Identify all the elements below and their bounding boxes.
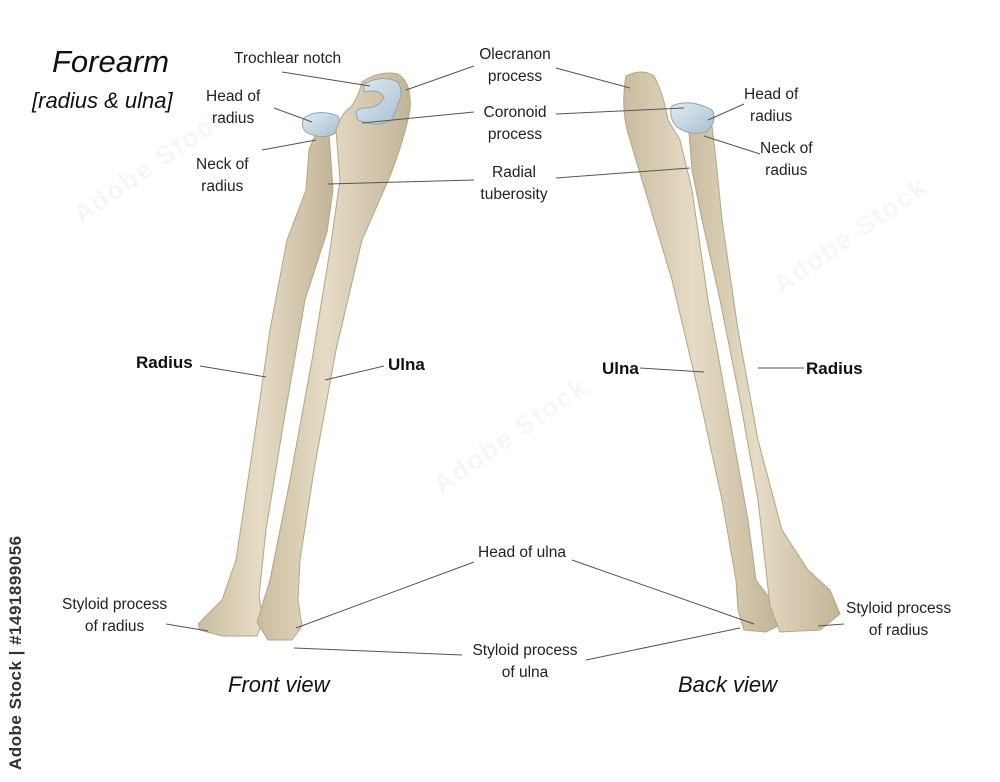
trochlear-notch-front (355, 78, 402, 125)
label-head-of-ulna: Head of ulna (478, 544, 566, 561)
leader-lines (165, 65, 845, 661)
caption-front-view: Front view (228, 672, 330, 697)
label-ulna-back: Ulna (602, 359, 639, 378)
radius-front (197, 127, 334, 637)
radius-head-back (670, 102, 715, 134)
label-ulna-front: Ulna (388, 355, 425, 374)
label-radius-front: Radius (136, 353, 193, 372)
ulna-back (623, 71, 779, 633)
label-trochlear-notch: Trochlear notch (234, 50, 342, 67)
stock-credit: Adobe Stock | #1491899056 (6, 535, 25, 770)
radius-back (687, 119, 841, 633)
diagram-title: Forearm (52, 44, 170, 79)
ulna-front (256, 72, 411, 641)
diagram-subtitle: [radius & ulna] (32, 88, 173, 113)
radius-head-front (301, 112, 340, 138)
caption-back-view: Back view (678, 672, 778, 697)
label-radius-back: Radius (806, 359, 863, 378)
